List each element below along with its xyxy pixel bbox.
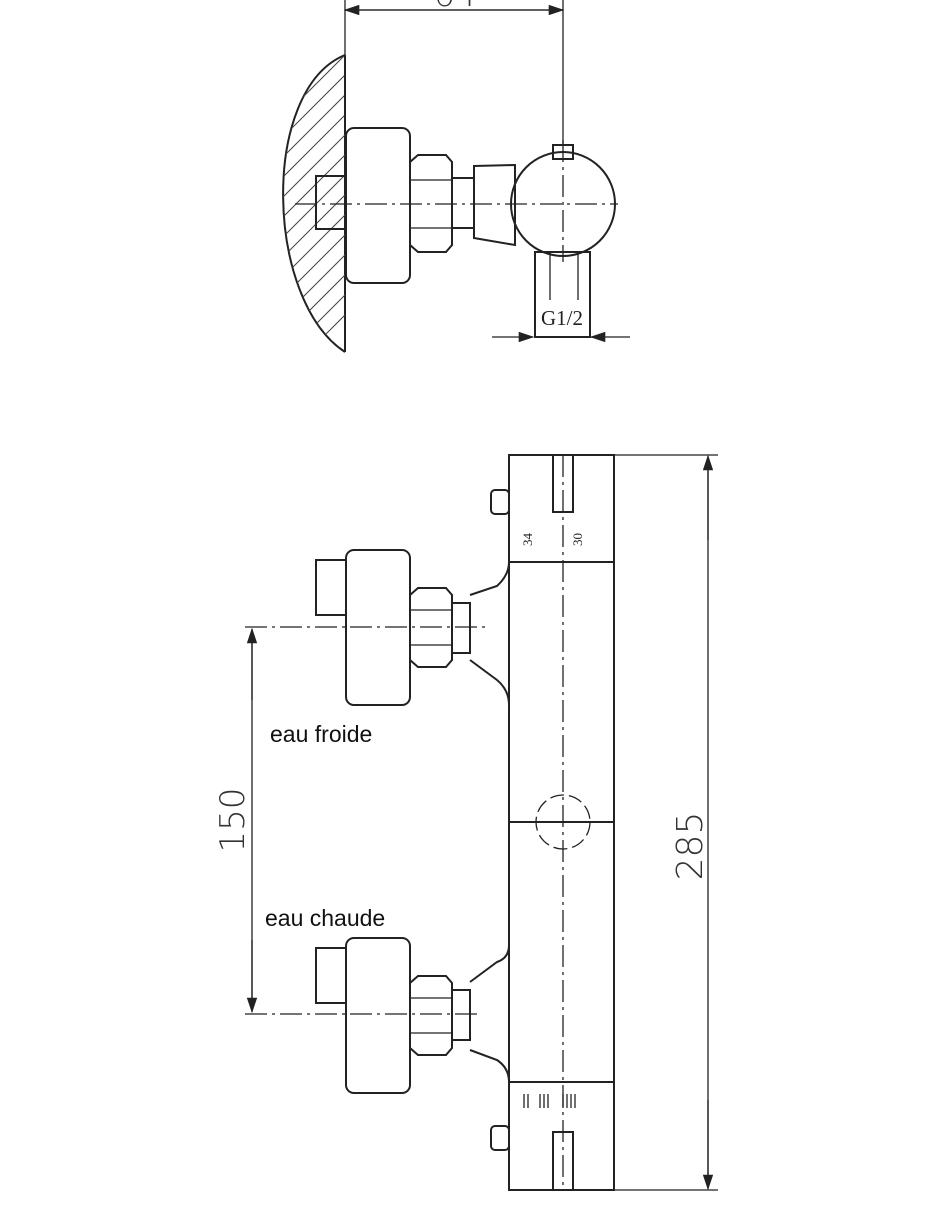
cold-hex-nut: [409, 587, 453, 668]
cold-water-label: eau froide: [270, 721, 372, 747]
dimension-64: 64: [343, 0, 565, 145]
front-view: 34 30: [213, 454, 718, 1191]
eccentric: [451, 177, 475, 229]
dimension-64-label: 64: [433, 0, 476, 15]
hot-escutcheon: [345, 937, 411, 1094]
hot-eccentric: [451, 989, 471, 1041]
hot-pipe-stub: [315, 947, 347, 1004]
thread-label: G1/2: [541, 306, 583, 330]
wall-pipe-stub: [315, 175, 347, 230]
thread-dimension: G1/2: [492, 306, 630, 343]
top-view: 64 G1/2: [282, 0, 630, 353]
connector-arm: [473, 163, 516, 247]
cold-eccentric: [451, 602, 471, 654]
dimension-285: 285: [614, 454, 718, 1191]
lower-neck-bottom: [469, 1049, 510, 1083]
upper-neck-bottom: [469, 659, 510, 822]
hot-water-label: eau chaude: [265, 905, 385, 931]
dimension-285-label: 285: [670, 812, 711, 881]
bottom-knob: [490, 1125, 510, 1151]
scale-label-30: 30: [570, 533, 585, 546]
dimension-150: 150: [213, 627, 258, 1014]
cold-connector: [245, 549, 490, 706]
hex-nut: [409, 154, 453, 253]
scale-label-34: 34: [520, 533, 535, 547]
hot-connector: [245, 937, 480, 1094]
scale-marks: [523, 1094, 576, 1108]
escutcheon: [345, 127, 411, 284]
dimension-150-label: 150: [213, 788, 253, 853]
top-knob: [490, 489, 510, 515]
lower-neck-top: [469, 822, 510, 983]
upper-neck-top: [469, 561, 510, 596]
hot-hex-nut: [409, 975, 453, 1056]
cold-pipe-stub: [315, 559, 347, 616]
